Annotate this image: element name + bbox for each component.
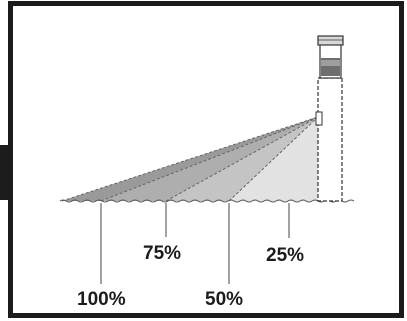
bollard-post — [317, 77, 343, 202]
label-75: 75% — [143, 243, 181, 264]
ground-line — [59, 199, 355, 203]
beam-boundaries — [61, 116, 319, 202]
beam-edge-75 — [100, 116, 319, 202]
beam-edge-50 — [165, 116, 319, 202]
beam-edge-25 — [228, 116, 319, 202]
label-100: 100% — [77, 289, 126, 310]
label-50: 50% — [205, 289, 243, 310]
bollard-lens-highlight — [321, 60, 340, 66]
label-25: 25% — [266, 245, 304, 266]
leader-lines — [100, 203, 290, 284]
bollard-fixture — [315, 35, 344, 202]
bollard-cap — [317, 35, 344, 46]
side-tab — [0, 145, 10, 200]
bollard-emitter — [315, 111, 323, 126]
